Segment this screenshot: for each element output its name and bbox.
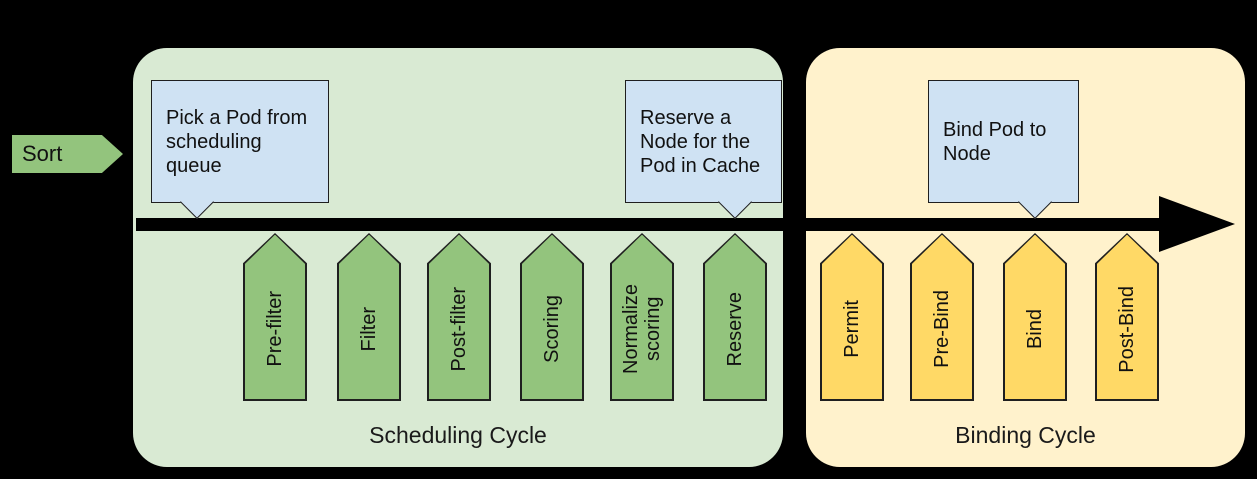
stage-label: Post-filter xyxy=(448,286,470,372)
stage-label: Filter xyxy=(358,306,380,352)
callout-reserve-node: Reserve a Node for the Pod in Cache xyxy=(625,80,782,219)
sort-arrow: Sort xyxy=(12,135,123,173)
callout-pick-pod: Pick a Pod from scheduling queue xyxy=(151,80,329,219)
stage-arrow-shape xyxy=(1003,233,1067,401)
stage-pre-filter: Pre-filter xyxy=(243,233,307,401)
stage-label: Scoring xyxy=(541,295,563,363)
callout-text: Pick a Pod from scheduling queue xyxy=(166,106,308,177)
binding-cycle-label: Binding Cycle xyxy=(955,422,1096,448)
stage-bind: Bind xyxy=(1003,233,1067,401)
stage-label: Reserve xyxy=(724,291,746,367)
callout-bind-pod: Bind Pod to Node xyxy=(928,80,1079,219)
stage-reserve: Reserve xyxy=(703,233,767,401)
stage-arrow-shape xyxy=(427,233,491,401)
timeline-arrow-shaft xyxy=(136,218,1164,231)
stage-pre-bind: Pre-Bind xyxy=(910,233,974,401)
stage-arrow-shape xyxy=(243,233,307,401)
stage-scoring: Scoring xyxy=(520,233,584,401)
stage-label: Pre-Bind xyxy=(931,290,953,368)
stage-post-filter: Post-filter xyxy=(427,233,491,401)
stage-arrow-shape xyxy=(703,233,767,401)
sort-label: Sort xyxy=(22,141,63,166)
stage-label: Bind xyxy=(1024,308,1046,350)
stage-label: Normalize scoring xyxy=(620,283,664,375)
stage-arrow-shape xyxy=(520,233,584,401)
stage-label: Pre-filter xyxy=(264,291,286,367)
stage-post-bind: Post-Bind xyxy=(1095,233,1159,401)
stage-normalize-scoring: Normalize scoring xyxy=(610,233,674,401)
stage-arrow-shape xyxy=(337,233,401,401)
stage-arrow-shape xyxy=(820,233,884,401)
timeline-arrowhead-icon xyxy=(1159,196,1235,252)
stage-label: Permit xyxy=(841,300,863,358)
stage-arrow-shape xyxy=(610,233,674,401)
stage-permit: Permit xyxy=(820,233,884,401)
callout-text: Bind Pod to Node xyxy=(943,118,1047,165)
stage-label: Post-Bind xyxy=(1116,285,1138,373)
stage-filter: Filter xyxy=(337,233,401,401)
callout-text: Reserve a Node for the Pod in Cache xyxy=(640,106,761,177)
scheduling-cycle-label: Scheduling Cycle xyxy=(369,422,547,448)
stage-arrow-shape xyxy=(910,233,974,401)
stage-arrow-shape xyxy=(1095,233,1159,401)
